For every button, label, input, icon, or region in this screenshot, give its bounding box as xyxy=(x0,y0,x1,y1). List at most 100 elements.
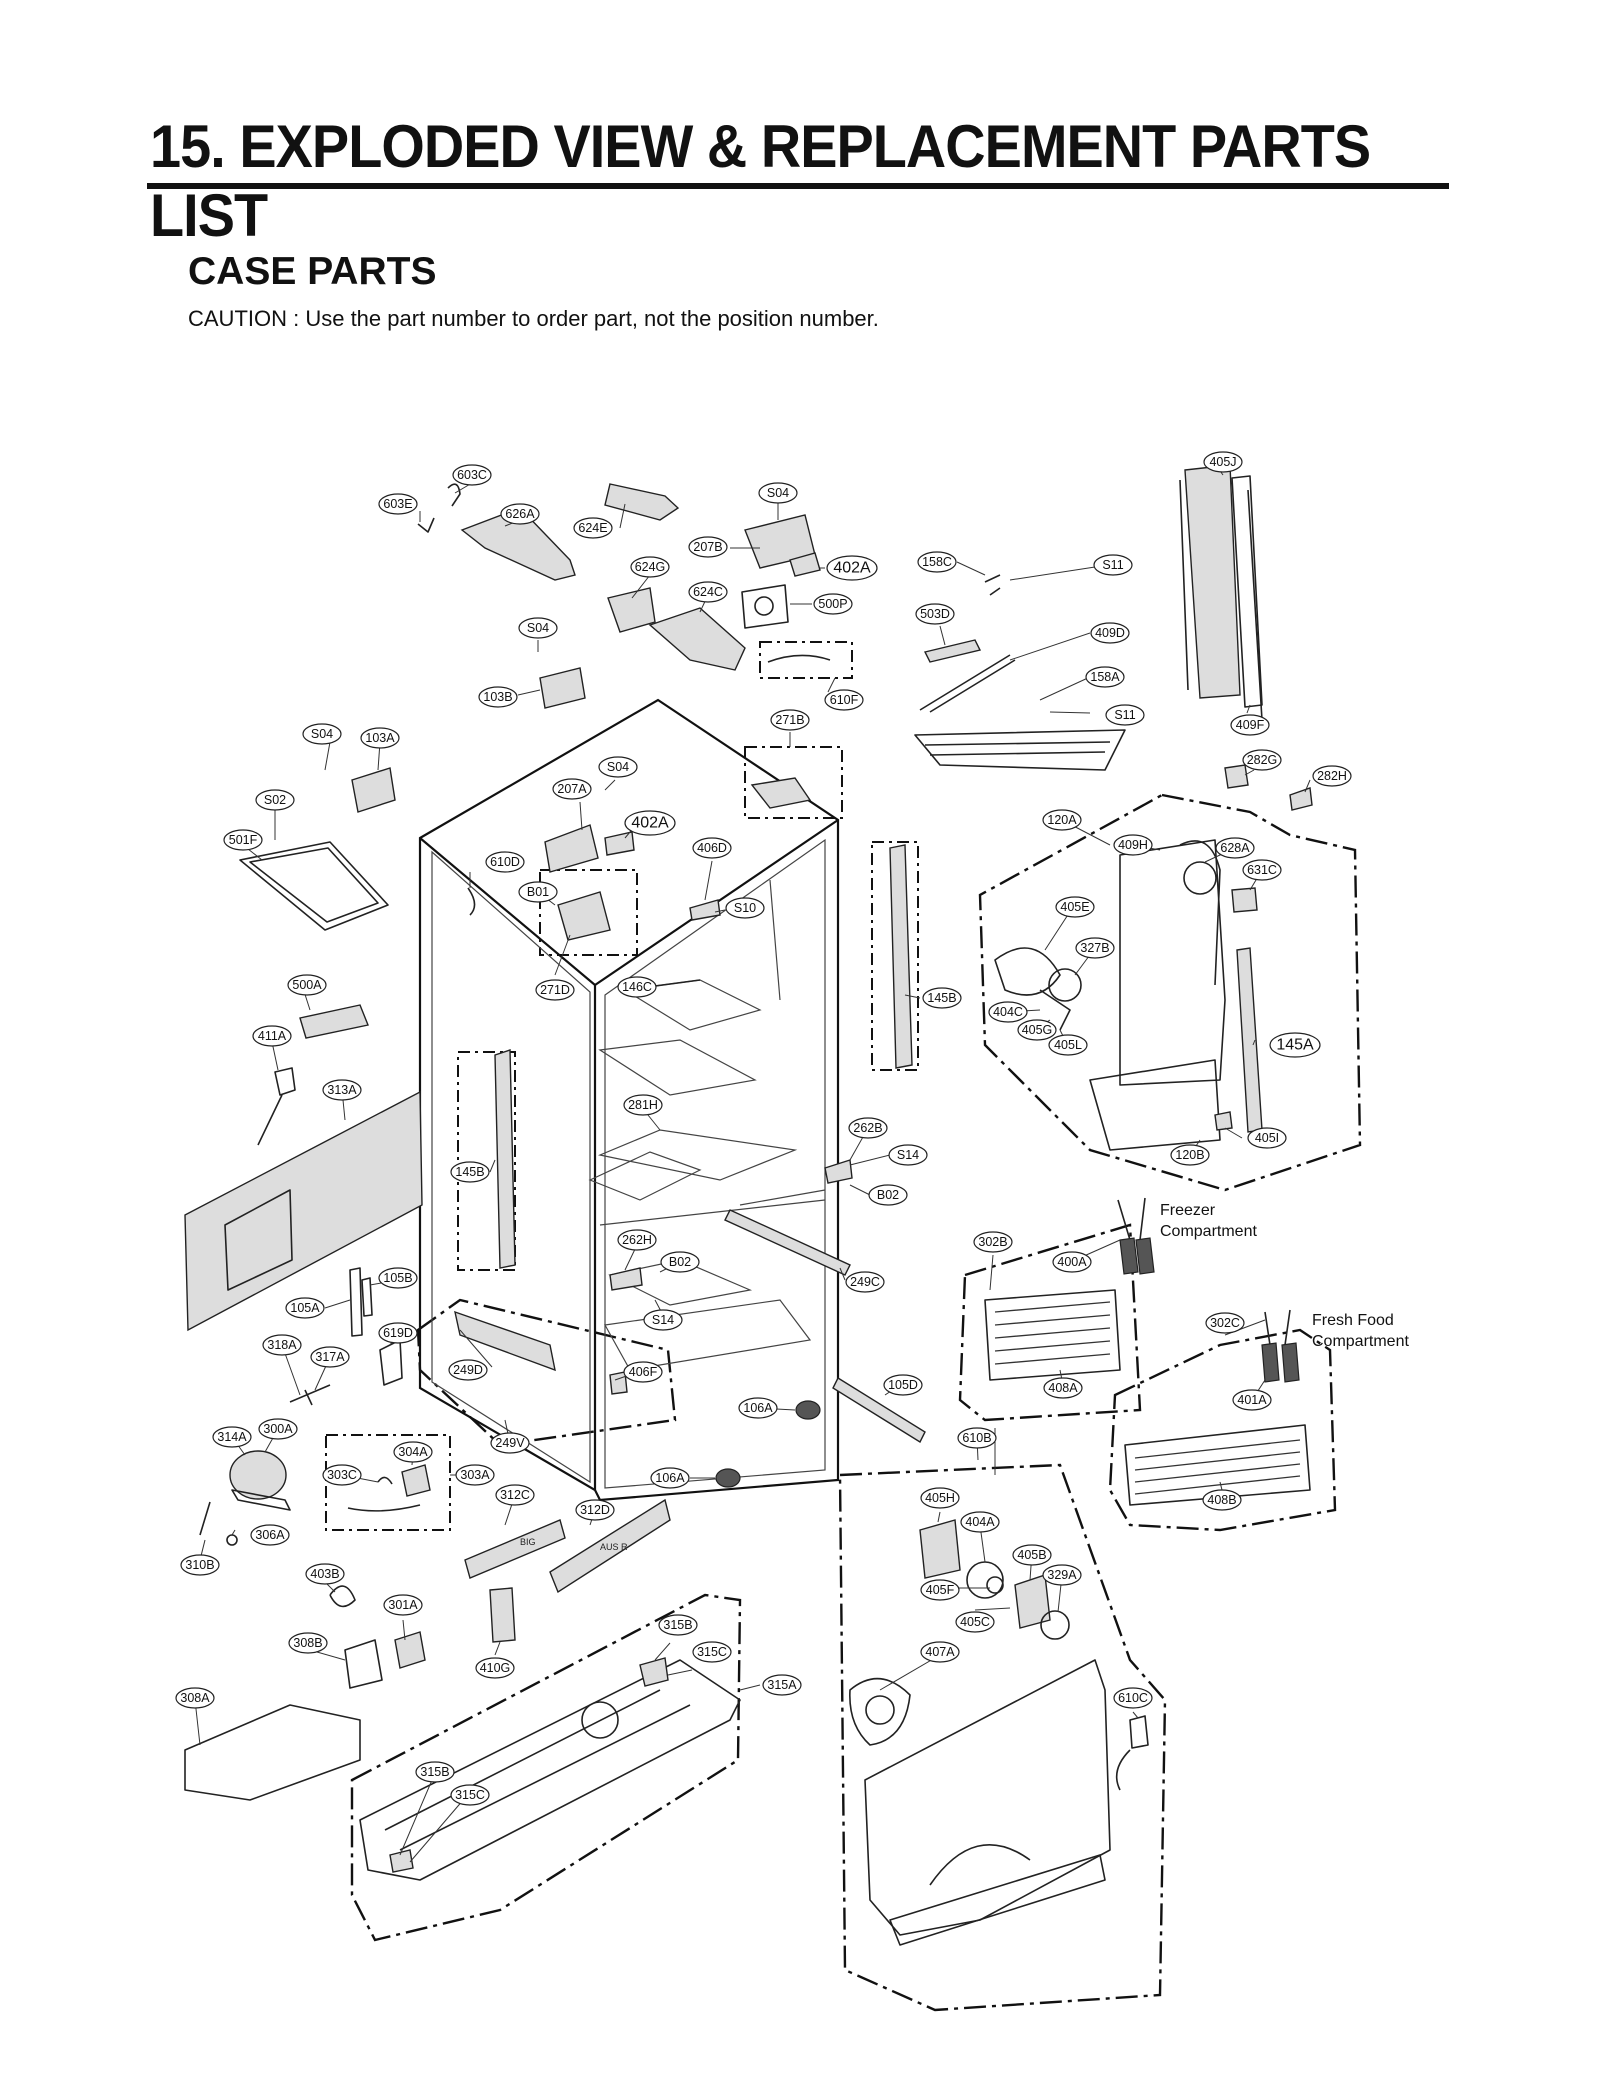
position-label: 408B xyxy=(1202,1489,1242,1511)
position-label: 624E xyxy=(573,517,613,539)
position-label: 329A xyxy=(1042,1564,1082,1586)
svg-text:603C: 603C xyxy=(457,468,487,482)
svg-text:409F: 409F xyxy=(1236,718,1265,732)
part-145B-left xyxy=(494,1049,516,1269)
part-308B xyxy=(344,1639,383,1689)
part-317A xyxy=(289,1384,331,1406)
svg-text:S04: S04 xyxy=(767,486,789,500)
part-310B xyxy=(199,1501,211,1536)
part-619D xyxy=(379,1339,403,1386)
group-outline-hinge-left xyxy=(539,869,638,956)
part-300A xyxy=(229,1450,287,1500)
svg-text:120B: 120B xyxy=(1175,1148,1204,1162)
part-158A xyxy=(914,729,1126,771)
svg-text:306A: 306A xyxy=(255,1528,285,1542)
position-label: 315B xyxy=(658,1614,698,1636)
position-label: 405H xyxy=(920,1487,960,1509)
svg-text:406D: 406D xyxy=(697,841,727,855)
position-label: 405J xyxy=(1203,451,1243,473)
group-outlines xyxy=(325,641,1362,2012)
svg-text:315C: 315C xyxy=(697,1645,727,1659)
position-label: 405G xyxy=(1017,1019,1057,1041)
position-label: 315C xyxy=(450,1784,490,1806)
part-120A xyxy=(1119,839,1226,1086)
svg-text:329A: 329A xyxy=(1047,1568,1077,1582)
svg-text:313A: 313A xyxy=(327,1083,357,1097)
svg-text:314A: 314A xyxy=(217,1430,247,1444)
position-label: 120A xyxy=(1042,809,1082,831)
svg-text:S14: S14 xyxy=(897,1148,919,1162)
part-249C xyxy=(724,1209,851,1276)
svg-text:501F: 501F xyxy=(229,833,258,847)
part-303C xyxy=(377,1476,393,1485)
part-603E xyxy=(417,517,435,533)
svg-text:610C: 610C xyxy=(1118,1691,1148,1705)
svg-text:610D: 610D xyxy=(490,855,520,869)
part-306A xyxy=(226,1534,238,1546)
svg-text:327B: 327B xyxy=(1080,941,1109,955)
part-315B-a xyxy=(639,1657,669,1687)
part-304A xyxy=(401,1464,431,1497)
svg-text:103B: 103B xyxy=(483,690,512,704)
svg-text:407A: 407A xyxy=(925,1645,955,1659)
position-label: 405E xyxy=(1055,896,1095,918)
svg-text:106A: 106A xyxy=(655,1471,685,1485)
part-610D xyxy=(467,887,476,916)
part-313A xyxy=(184,1090,423,1332)
part-402A-mid xyxy=(604,831,635,856)
part-405H xyxy=(919,1519,961,1579)
part-327B xyxy=(1048,968,1082,1002)
part-301A xyxy=(394,1631,426,1669)
refrigerator-cabinet xyxy=(418,698,840,1502)
position-label: 404A xyxy=(960,1511,1000,1533)
position-label: 409H xyxy=(1113,834,1153,856)
position-label: 327B xyxy=(1075,937,1115,959)
svg-text:405I: 405I xyxy=(1255,1131,1279,1145)
svg-text:262B: 262B xyxy=(853,1121,882,1135)
svg-text:315A: 315A xyxy=(767,1678,797,1692)
svg-text:B01: B01 xyxy=(527,885,549,899)
svg-text:624C: 624C xyxy=(693,585,723,599)
group-outline-wire-harness xyxy=(759,641,853,679)
part-628A xyxy=(1183,861,1217,895)
position-label: 405B xyxy=(1012,1544,1052,1566)
part-103B xyxy=(539,667,586,709)
svg-text:S04: S04 xyxy=(607,760,629,774)
position-label: 315B xyxy=(415,1761,455,1783)
position-label: 631C xyxy=(1242,859,1282,881)
part-145B-right xyxy=(889,844,913,1069)
svg-text:146C: 146C xyxy=(622,980,652,994)
group-outline-rail-left xyxy=(457,1051,516,1271)
svg-text:S11: S11 xyxy=(1114,708,1135,722)
position-label: 501F xyxy=(223,829,263,851)
position-label: 405L xyxy=(1048,1034,1088,1056)
svg-text:262H: 262H xyxy=(622,1233,652,1247)
svg-text:408A: 408A xyxy=(1048,1381,1078,1395)
position-label: S04 xyxy=(758,482,798,504)
position-label: S14 xyxy=(888,1144,928,1166)
position-label: 610B xyxy=(957,1427,997,1449)
group-outline-fresh-air-duct xyxy=(838,1463,1167,2012)
position-label: 281H xyxy=(623,1094,663,1116)
position-label: 408A xyxy=(1043,1377,1083,1399)
svg-text:315B: 315B xyxy=(663,1618,692,1632)
position-label: 407A xyxy=(920,1641,960,1663)
part-402A-top xyxy=(789,552,821,577)
position-label: 406F xyxy=(623,1361,663,1383)
position-label: 303C xyxy=(322,1464,362,1486)
position-label: 624C xyxy=(688,581,728,603)
part-624E xyxy=(604,483,680,521)
note-freezer-line2: Compartment xyxy=(1160,1223,1257,1240)
position-label: 310B xyxy=(180,1554,220,1576)
svg-text:503D: 503D xyxy=(920,607,950,621)
svg-text:158A: 158A xyxy=(1090,670,1120,684)
position-label: 106A xyxy=(738,1397,778,1419)
position-label: 409F xyxy=(1230,714,1270,736)
position-label: 158A xyxy=(1085,666,1125,688)
position-label: 315C xyxy=(692,1641,732,1663)
part-610C xyxy=(1115,1715,1149,1791)
part-405B xyxy=(1014,1574,1051,1629)
svg-text:249C: 249C xyxy=(850,1275,880,1289)
position-label: 145B xyxy=(922,987,962,1009)
position-label: 610D xyxy=(485,851,525,873)
